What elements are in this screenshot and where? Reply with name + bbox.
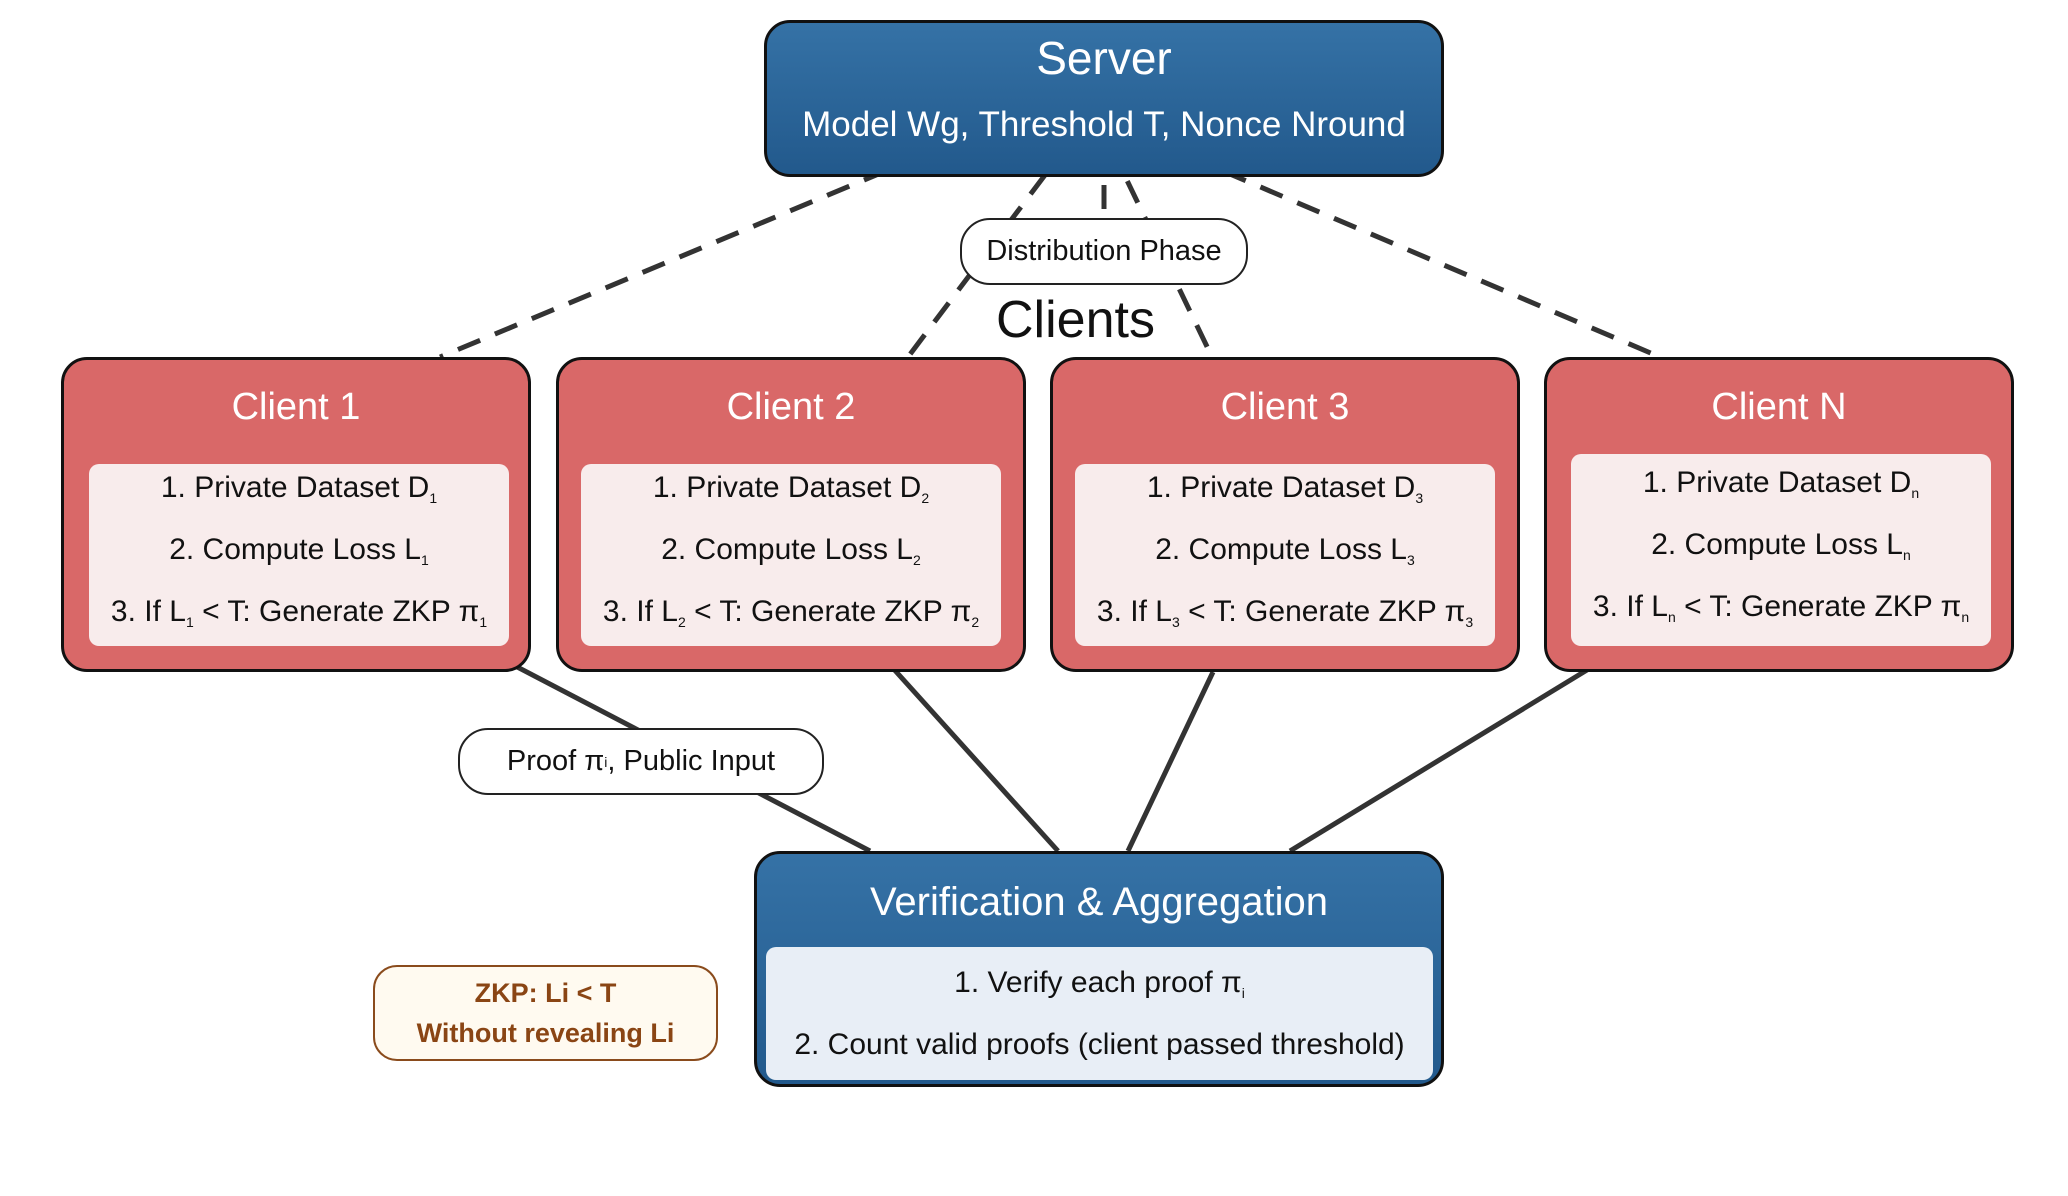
distribution-phase-label: Distribution Phase [960,218,1248,285]
step-private-dataset: 1. Private Dataset D2 [652,471,930,506]
zkp-note-line-1: ZKP: Li < T [474,978,617,1008]
step-compute-loss: 2. Compute Loss L2 [661,533,921,568]
client-box-3: Client 3 1. Private Dataset D3 2. Comput… [1050,357,1520,672]
client-title: Client 1 [231,386,361,428]
proof-connector-client-n [1288,642,1630,854]
verification-aggregation-box: Verification & Aggregation 1. Verify eac… [754,851,1444,1087]
server-subtitle: Model Wg, Threshold T, Nonce Nround [802,105,1406,144]
client-steps: 1. Private Dataset D3 2. Compute Loss L3… [1075,464,1495,646]
step-private-dataset: 1. Private Dataset D3 [1146,471,1424,506]
server-title: Server [1036,32,1172,84]
proof-connector-client-2 [870,643,1060,853]
client-steps: 1. Private Dataset D2 2. Compute Loss L2… [581,464,1001,646]
client-box-n: Client N 1. Private Dataset Dn 2. Comput… [1544,357,2014,672]
zkp-note: ZKP: Li < T Without revealing Li [373,965,718,1061]
aggregator-steps: 1. Verify each proof πi 2. Count valid p… [766,947,1433,1080]
client-title: Client N [1711,386,1847,428]
zkp-note-line-2: Without revealing Li [416,1018,675,1048]
server-box: Server Model Wg, Threshold T, Nonce Nrou… [764,20,1444,177]
clients-heading: Clients [996,291,1155,349]
client-box-1: Client 1 1. Private Dataset D1 2. Comput… [61,357,531,672]
step-generate-zkp: 3. If L2 < T: Generate ZKP π2 [602,595,980,630]
client-title: Client 2 [726,386,856,428]
step-count-valid-proofs: 2. Count valid proofs (client passed thr… [794,1027,1405,1061]
aggregator-title: Verification & Aggregation [869,880,1329,924]
step-compute-loss: 2. Compute Loss L3 [1155,533,1415,568]
step-generate-zkp: 3. If L3 < T: Generate ZKP π3 [1096,595,1474,630]
step-private-dataset: 1. Private Dataset D1 [160,471,438,506]
client-steps: 1. Private Dataset Dn 2. Compute Loss Ln… [1571,454,1991,646]
step-compute-loss: 2. Compute Loss L1 [169,533,429,568]
step-private-dataset: 1. Private Dataset Dn [1642,466,1920,501]
step-verify-proof: 1. Verify each proof πi [954,965,1245,1001]
step-generate-zkp: 3. If Ln < T: Generate ZKP πn [1592,590,1970,625]
client-title: Client 3 [1220,386,1350,428]
client-box-2: Client 2 1. Private Dataset D2 2. Comput… [556,357,1026,672]
client-steps: 1. Private Dataset D1 2. Compute Loss L1… [89,464,509,646]
proof-connector-client-3 [1125,670,1216,853]
step-compute-loss: 2. Compute Loss Ln [1651,528,1911,563]
step-generate-zkp: 3. If L1 < T: Generate ZKP π1 [110,595,488,630]
